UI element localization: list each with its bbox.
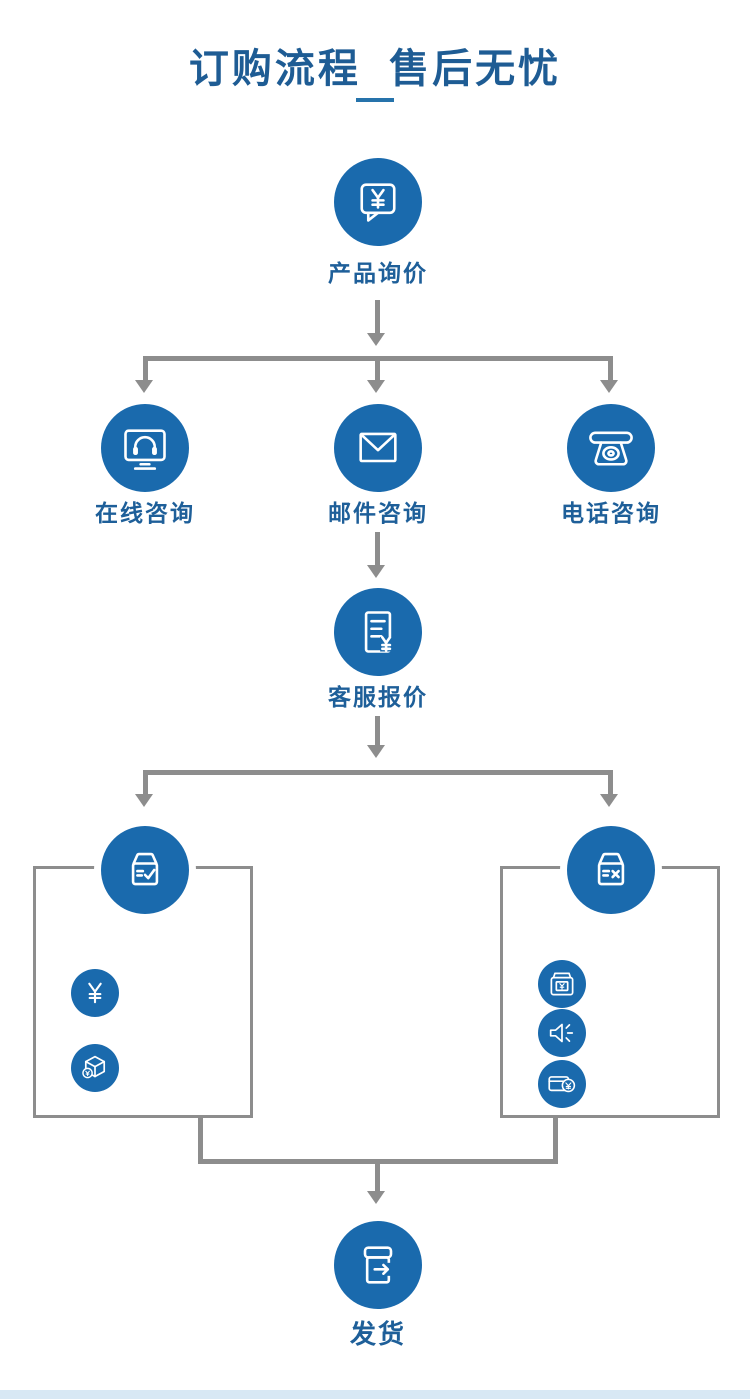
wallet-yen-icon — [550, 972, 574, 996]
cube-yen-icon — [82, 1055, 106, 1079]
node-phone-consult — [567, 404, 655, 492]
box-arrow-icon — [363, 1246, 394, 1284]
node-in-stock — [101, 826, 189, 914]
connector-line — [375, 1164, 380, 1192]
connector-line — [375, 716, 380, 746]
connector-line — [198, 1118, 203, 1164]
label-product-inquiry: 产品询价 — [328, 260, 428, 286]
connector-line — [375, 532, 380, 566]
envelope-icon — [359, 432, 397, 463]
out-of-stock-step-icon — [538, 1009, 586, 1057]
out-of-stock-step-icon — [538, 1060, 586, 1108]
in-stock-option-icon — [71, 1044, 119, 1092]
label-service-quote: 客服报价 — [328, 684, 428, 710]
arrowhead — [135, 794, 153, 807]
connector-line — [375, 361, 380, 382]
footer-strip — [0, 1390, 750, 1399]
label-email-consult: 邮件咨询 — [328, 500, 428, 526]
box-check-icon — [131, 852, 159, 886]
arrowhead — [367, 565, 385, 578]
title-underline — [356, 98, 394, 102]
chat-yen-icon — [360, 183, 396, 222]
node-product-inquiry — [334, 158, 422, 246]
yen-icon — [88, 982, 102, 1004]
connector-line — [198, 1159, 558, 1164]
node-out-of-stock — [567, 826, 655, 914]
out-of-stock-step-icon — [538, 960, 586, 1008]
arrowhead — [367, 1191, 385, 1204]
connector-line — [608, 770, 613, 796]
arrowhead — [367, 333, 385, 346]
node-service-quote — [334, 588, 422, 676]
label-phone-consult: 电话咨询 — [561, 500, 661, 526]
in-stock-option-icon — [71, 969, 119, 1017]
page-title: 订购流程 售后无忧 — [188, 47, 562, 91]
label-ship: 发货 — [349, 1319, 406, 1349]
node-online-consult — [101, 404, 189, 492]
connector-line — [143, 770, 613, 775]
card-yen-icon — [548, 1076, 576, 1093]
connector-line — [143, 770, 148, 796]
connector-line — [143, 356, 148, 382]
node-email-consult — [334, 404, 422, 492]
connector-line — [143, 356, 613, 361]
box-x-icon — [597, 852, 625, 886]
quote-document-icon — [364, 611, 394, 653]
node-ship — [334, 1221, 422, 1309]
arrowhead — [367, 380, 385, 393]
monitor-headset-icon — [124, 429, 166, 470]
arrowhead — [600, 794, 618, 807]
speaker-icon — [549, 1023, 574, 1043]
arrowhead — [135, 380, 153, 393]
telephone-icon — [589, 431, 633, 466]
arrowhead — [367, 745, 385, 758]
label-online-consult: 在线咨询 — [95, 500, 195, 526]
connector-line — [608, 356, 613, 382]
connector-line — [375, 300, 380, 334]
arrowhead — [600, 380, 618, 393]
connector-line — [553, 1118, 558, 1164]
